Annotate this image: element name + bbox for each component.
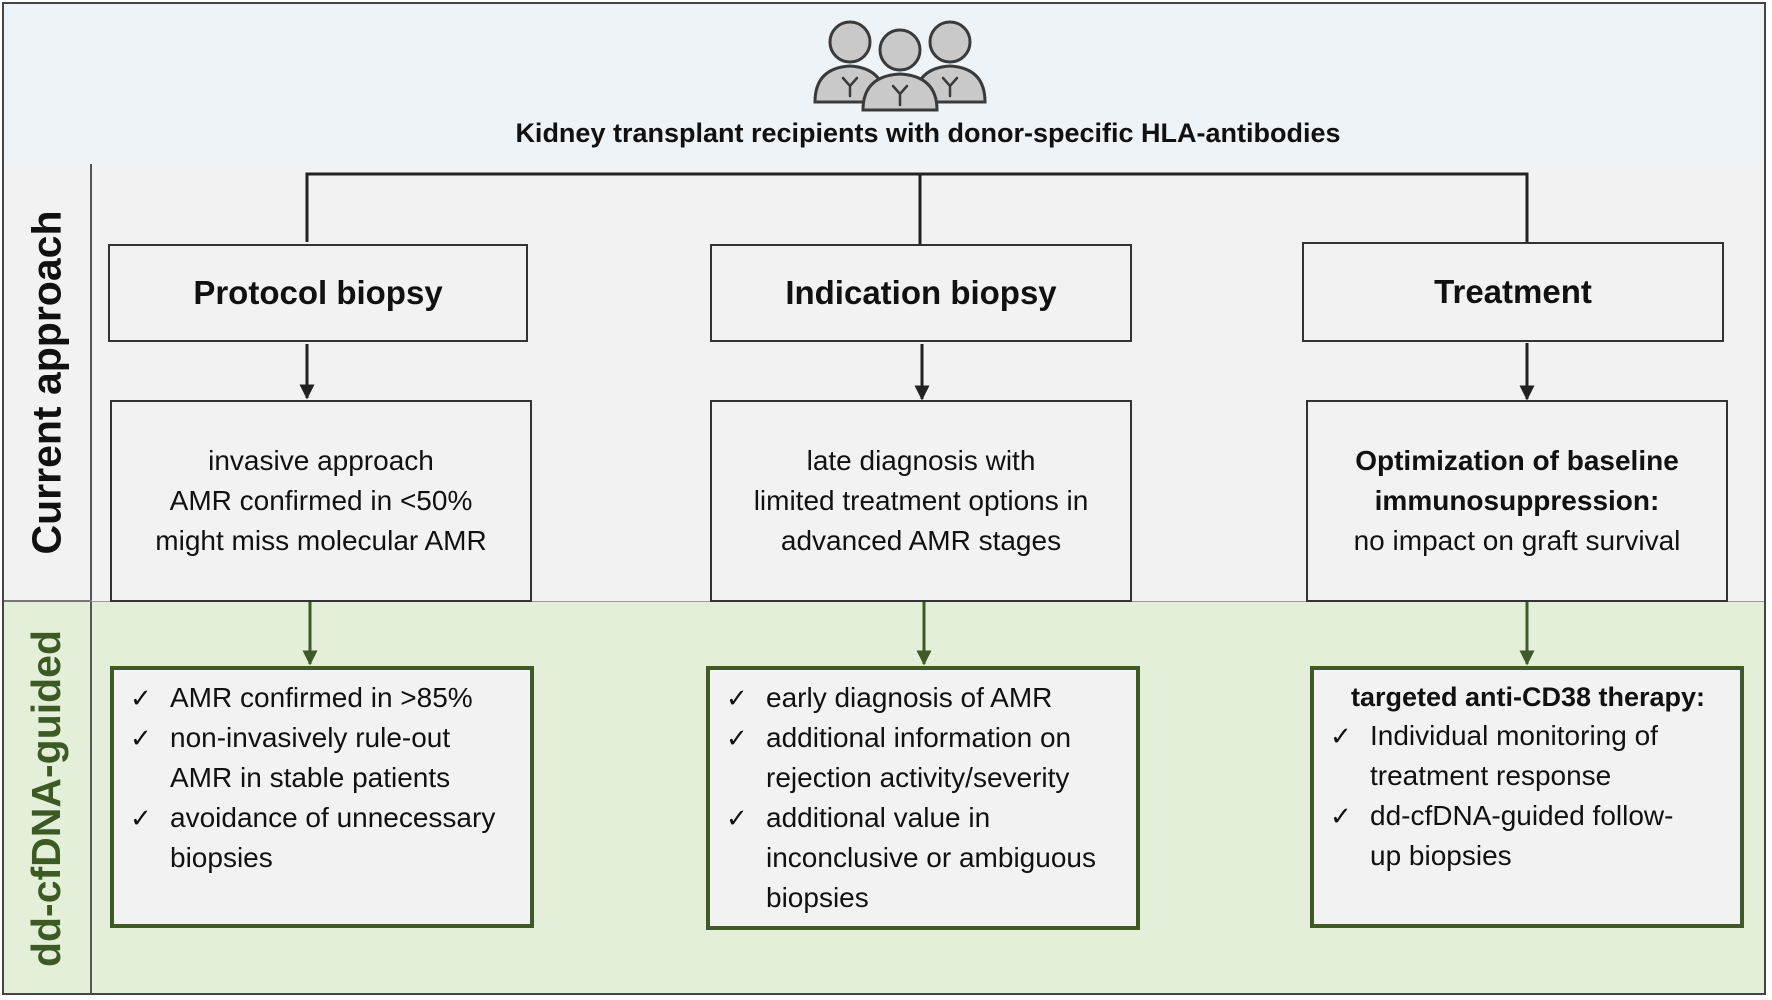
check-item-text: treatment response	[1370, 760, 1612, 791]
row-divider	[4, 600, 92, 602]
check-item: ✓ additional value in inconclusive or ambi…	[726, 798, 1122, 918]
row-label-divider	[90, 164, 92, 994]
current-line: advanced AMR stages	[780, 525, 1062, 556]
check-item-text: AMR confirmed in >85%	[170, 682, 473, 713]
treatment-box: Treatment	[1302, 242, 1724, 342]
indication-biopsy-box: Indication biopsy	[710, 244, 1132, 342]
check-icon: ✓	[1330, 801, 1352, 831]
check-item-text: AMR in stable patients	[170, 762, 451, 793]
indication-biopsy-current-box: late diagnosis with limited treatment op…	[710, 400, 1132, 602]
branch-line	[305, 172, 1529, 242]
check-item: ✓ avoidance of unnecessary biopsies	[130, 798, 516, 878]
check-item-text: up biopsies	[1370, 840, 1512, 871]
check-item-text: avoidance of unnecessary	[170, 802, 496, 833]
check-item-text: biopsies	[170, 842, 273, 873]
check-icon: ✓	[726, 683, 748, 713]
current-line: AMR confirmed in <50%	[169, 485, 473, 516]
check-icon: ✓	[130, 683, 152, 713]
check-icon: ✓	[1330, 721, 1352, 751]
protocol-biopsy-guided-box: ✓ AMR confirmed in >85% ✓ non-invasively r…	[110, 666, 534, 928]
current-bold-line: immunosuppression:	[1374, 485, 1660, 516]
current-line: late diagnosis with	[806, 445, 1036, 476]
check-item-text: additional information on	[766, 722, 1072, 753]
current-line: might miss molecular AMR	[155, 525, 487, 556]
check-item: ✓ AMR confirmed in >85%	[130, 678, 516, 718]
diagram-title: Kidney transplant recipients with donor-…	[515, 118, 1341, 148]
check-item-text: non-invasively rule-out	[170, 722, 451, 753]
current-bold-line: Optimization of baseline	[1355, 445, 1679, 476]
current-line: limited treatment options in	[753, 485, 1089, 516]
protocol-biopsy-heading: Protocol biopsy	[193, 274, 443, 311]
check-icon: ✓	[726, 803, 748, 833]
check-item-text: early diagnosis of AMR	[766, 682, 1053, 713]
check-icon: ✓	[130, 723, 152, 753]
patient-group-icon	[813, 20, 987, 112]
check-item: ✓ Individual monitoring of treatment respo…	[1330, 716, 1726, 796]
check-item-text: inconclusive or ambiguous	[766, 842, 1096, 873]
check-item-text: biopsies	[766, 882, 869, 913]
treatment-current-box: Optimization of baseline immunosuppressi…	[1306, 400, 1728, 602]
check-item-text: additional value in	[766, 802, 991, 833]
indication-biopsy-heading: Indication biopsy	[785, 274, 1057, 311]
check-item: ✓ dd-cfDNA-guided follow-up biopsies	[1330, 796, 1726, 876]
treatment-guided-box: targeted anti-CD38 therapy: ✓ Individual …	[1310, 666, 1744, 928]
treatment-heading: Treatment	[1434, 273, 1592, 310]
current-line: invasive approach	[208, 445, 434, 476]
check-item-text: dd-cfDNA-guided follow-	[1370, 800, 1674, 831]
protocol-biopsy-current-box: invasive approach AMR confirmed in <50% …	[110, 400, 532, 602]
check-icon: ✓	[130, 803, 152, 833]
check-icon: ✓	[726, 723, 748, 753]
guided-box-title: targeted anti-CD38 therapy:	[1350, 682, 1706, 712]
check-item-text: rejection activity/severity	[766, 762, 1070, 793]
current-line: no impact on graft survival	[1353, 525, 1681, 556]
check-item: ✓ additional information on rejection acti…	[726, 718, 1122, 798]
indication-biopsy-guided-box: ✓ early diagnosis of AMR ✓ additional info…	[706, 666, 1140, 930]
protocol-biopsy-box: Protocol biopsy	[108, 244, 528, 342]
check-item: ✓ early diagnosis of AMR	[726, 678, 1122, 718]
check-item-text: Individual monitoring of	[1370, 720, 1658, 751]
